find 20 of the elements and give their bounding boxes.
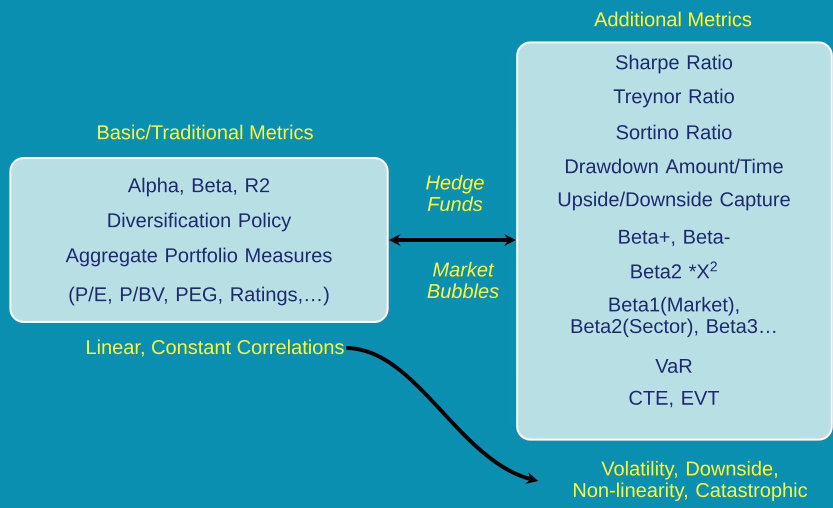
- note-text: Volatility, Downside, Non-linearity, Catastrophic: [574, 460, 808, 502]
- metric-text: Sharpe Ratio: [616, 54, 732, 74]
- metric-text: Beta1(Market), Beta2(Sector), Beta3…: [572, 296, 776, 338]
- metric-text: Treynor Ratio: [614, 88, 734, 108]
- metric-text: Sortino Ratio: [616, 124, 732, 140]
- metric-text: Upside/Downside Capture: [558, 192, 790, 210]
- box-heading: Additional Metrics: [594, 12, 752, 26]
- metric-text: CTE, EVT: [629, 390, 720, 408]
- edge-label: Hedge Funds: [426, 174, 484, 212]
- metric-text: Beta2 *X$^{2}$: [631, 262, 717, 278]
- metric-text: Diversification Policy: [108, 212, 292, 232]
- metric-text: Drawdown Amount/Time: [566, 158, 783, 174]
- metric-text: Aggregate Portfolio Measures: [66, 248, 332, 266]
- metric-text: Beta+, Beta-: [619, 230, 730, 246]
- metric-text: VaR: [655, 359, 692, 373]
- box-heading: Basic/Traditional Metrics: [98, 124, 313, 140]
- metric-text: Alpha, Beta, R2: [128, 178, 270, 196]
- note-text: Linear, Constant Correlations: [87, 339, 344, 357]
- side-note: Market Bubbles: [427, 262, 499, 298]
- metric-text: (P/E, P/BV, PEG, Ratings,…): [69, 286, 329, 306]
